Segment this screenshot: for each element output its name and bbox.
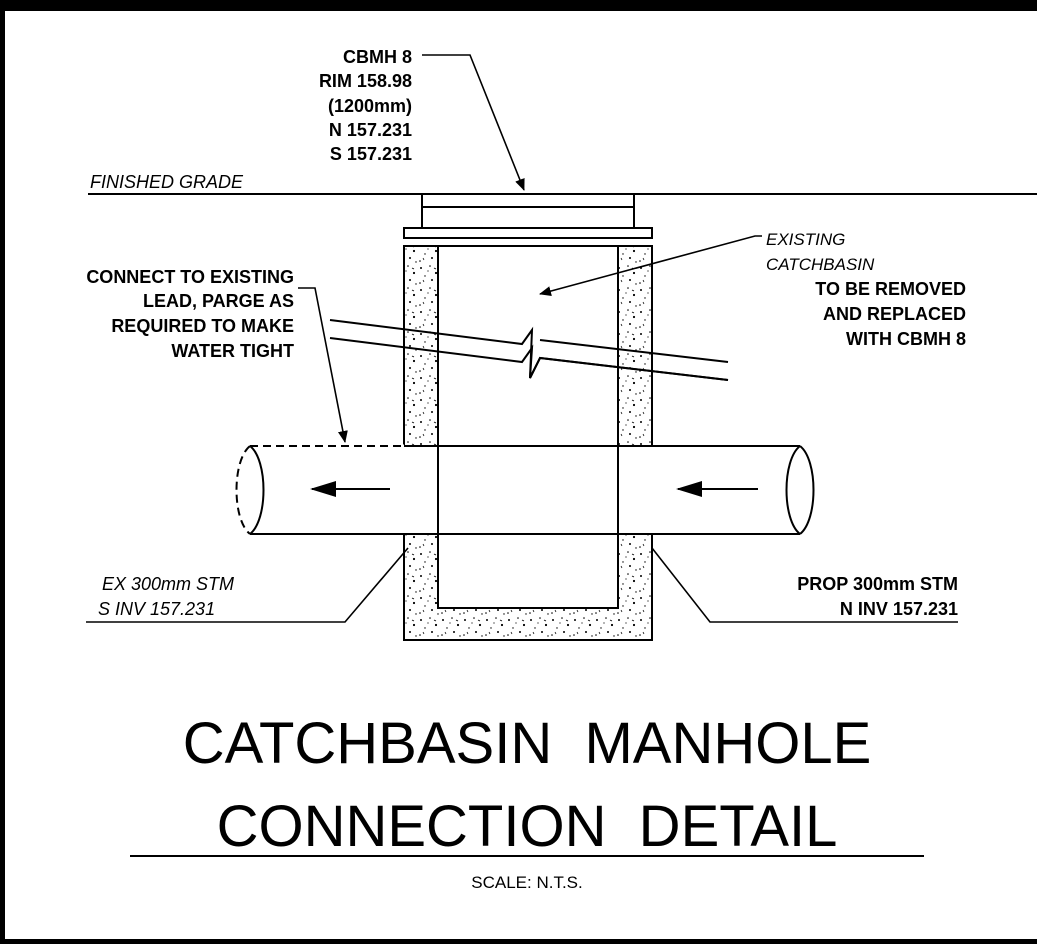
connect-note-line: WATER TIGHT xyxy=(171,341,294,361)
connect-note-line: CONNECT TO EXISTING xyxy=(86,267,294,287)
manhole-frame-cover xyxy=(403,193,653,247)
left-pipe-label-line1: EX 300mm STM xyxy=(102,574,234,594)
structure-label: CBMH 8 RIM 158.98 (1200mm) N 157.231 S 1… xyxy=(319,47,412,164)
right-pipe-label-line1: PROP 300mm STM xyxy=(797,574,958,594)
right-pipe-label: PROP 300mm STM N INV 157.231 xyxy=(797,574,958,619)
title-line2: CONNECTION DETAIL xyxy=(217,794,838,859)
structure-label-line: RIM 158.98 xyxy=(319,71,412,91)
existing-lead-break xyxy=(329,319,729,381)
existing-note-italic: EXISTING xyxy=(766,230,845,249)
existing-note-line: AND REPLACED xyxy=(823,304,966,324)
left-pipe-label: EX 300mm STM S INV 157.231 xyxy=(98,574,234,619)
existing-catchbasin-note: EXISTING CATCHBASIN TO BE REMOVED AND RE… xyxy=(766,230,966,349)
existing-note-italic: CATCHBASIN xyxy=(766,255,875,274)
drawing-title: CATCHBASIN MANHOLE CONNECTION DETAIL SCA… xyxy=(130,711,924,892)
structure-label-line: CBMH 8 xyxy=(343,47,412,67)
title-line1: CATCHBASIN MANHOLE xyxy=(183,711,872,776)
existing-note-line: TO BE REMOVED xyxy=(815,279,966,299)
manhole-concrete-structure xyxy=(403,245,653,641)
flow-arrows xyxy=(310,481,758,497)
leader-lines xyxy=(86,54,958,623)
connect-note: CONNECT TO EXISTING LEAD, PARGE AS REQUI… xyxy=(86,267,294,361)
connect-note-line: LEAD, PARGE AS xyxy=(143,291,294,311)
left-pipe-label-line2: S INV 157.231 xyxy=(98,599,215,619)
existing-note-line: WITH CBMH 8 xyxy=(846,329,966,349)
right-pipe-label-line2: N INV 157.231 xyxy=(840,599,958,619)
storm-pipe xyxy=(235,444,815,535)
structure-label-line: N 157.231 xyxy=(329,120,412,140)
connect-note-line: REQUIRED TO MAKE xyxy=(111,316,294,336)
finished-grade-label: FINISHED GRADE xyxy=(90,172,244,192)
scale-label: SCALE: N.T.S. xyxy=(471,873,582,892)
structure-label-line: (1200mm) xyxy=(328,96,412,116)
structure-label-line: S 157.231 xyxy=(330,144,412,164)
sheet-top-border xyxy=(5,5,1037,11)
